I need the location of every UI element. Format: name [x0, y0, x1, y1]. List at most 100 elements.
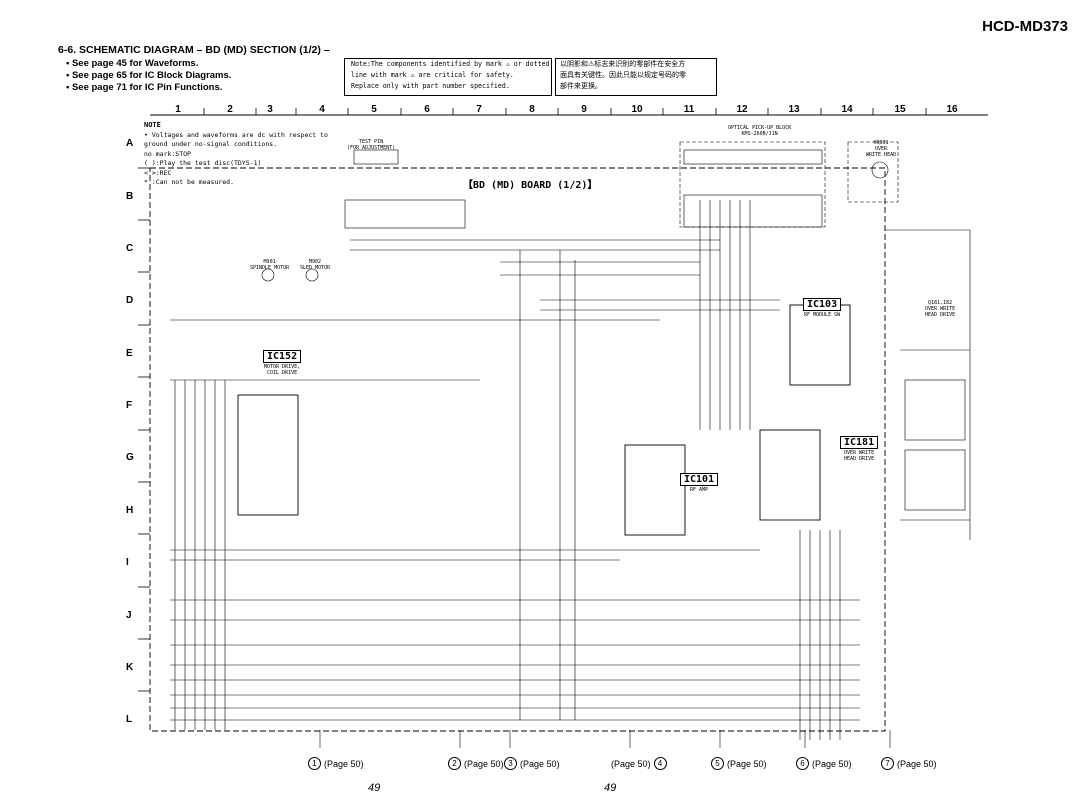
- column-label: 14: [841, 104, 853, 115]
- owh-line: OVER: [875, 146, 888, 152]
- optical-pickup-line: KMS-260B/J1N: [741, 131, 778, 137]
- see-waveforms: • See page 45 for Waveforms.: [66, 58, 199, 69]
- ref-number: 1: [308, 757, 321, 770]
- model-name: HCD-MD373: [982, 18, 1068, 35]
- row-label: A: [126, 138, 134, 149]
- ic181-name: IC181: [840, 436, 879, 449]
- column-label: 1: [175, 104, 181, 115]
- page-ref-6[interactable]: 6 (Page 50): [796, 757, 852, 770]
- column-label: 15: [894, 104, 906, 115]
- row-label: G: [126, 452, 134, 463]
- see-pin-functions: • See page 71 for IC Pin Functions.: [66, 82, 223, 93]
- spindle-line: SPINDLE MOTOR: [250, 265, 290, 271]
- page-ref-7[interactable]: 7 (Page 50): [881, 757, 937, 770]
- ref-number: 4: [653, 757, 667, 770]
- safety-note-cn-line: 面具有关键性。因此只能以规定号码的零: [560, 71, 686, 79]
- safety-note-cn: 以阴影和⚠标志来识别的零部件在安全方 面具有关键性。因此只能以规定号码的零 部件…: [555, 58, 717, 96]
- ic101-block: IC101 RF AMP: [680, 469, 719, 493]
- note-line: * :Can not be measured.: [144, 178, 235, 186]
- row-label: L: [126, 714, 133, 725]
- ic152-name: IC152: [263, 350, 302, 363]
- owh-line: HR901: [873, 140, 889, 146]
- ref-text: (Page 50): [897, 758, 937, 769]
- row-label: D: [126, 295, 134, 306]
- safety-note-line: line with mark ⚠ are critical for safety…: [351, 71, 514, 79]
- column-label: 5: [371, 104, 377, 115]
- ref-number: 2: [448, 757, 461, 770]
- ref-number: 7: [881, 757, 894, 770]
- row-label: J: [126, 610, 132, 621]
- column-label: 8: [529, 104, 535, 115]
- owh-line: WRITE HEAD: [866, 152, 897, 158]
- board-title: 【BD (MD) BOARD (1/2)】: [463, 180, 598, 191]
- ref-text: (Page 50): [520, 758, 560, 769]
- ic103-name: IC103: [803, 298, 842, 311]
- safety-note-line: Note:The components identified by mark ⚠…: [351, 60, 550, 68]
- note-line: • Voltages and waveforms are dc with res…: [144, 130, 328, 139]
- ic103-desc: RF MODULE SW: [803, 312, 841, 318]
- ref-number: 5: [711, 757, 724, 770]
- spindle-line: M901: [263, 259, 276, 265]
- page-ref-1[interactable]: 1 (Page 50): [308, 757, 364, 770]
- test-pin-line: TEST PIN: [359, 139, 384, 145]
- ref-text: (Page 50): [611, 758, 651, 769]
- note-line: < >:REC: [144, 168, 172, 177]
- page-number-right: 49: [604, 782, 617, 794]
- column-label: 13: [788, 104, 800, 115]
- page-ref-5[interactable]: 5 (Page 50): [711, 757, 767, 770]
- safety-note-cn-line: 部件来更换。: [560, 82, 602, 90]
- ic103-block: IC103 RF MODULE SW: [803, 294, 842, 318]
- row-label: H: [126, 505, 134, 516]
- sled-motor-label: M902 SLED MOTOR: [300, 259, 330, 271]
- q181-line: OVER WRITE: [925, 306, 956, 312]
- ic101-name: IC101: [680, 473, 719, 486]
- ic152-desc: MOTOR DRIVE, COIL DRIVE: [263, 364, 301, 376]
- ic181-desc: OVER WRITE HEAD DRIVE: [840, 450, 878, 462]
- safety-note-line: Replace only with part number specified.: [351, 82, 510, 90]
- optical-pickup-label: OPTICAL PICK-UP BLOCK KMS-260B/J1N: [728, 125, 791, 137]
- note-line: ( ):Play the test disc(TDYS-1): [144, 159, 262, 167]
- page-ref-4[interactable]: (Page 50) 4: [611, 757, 667, 770]
- spindle-motor-label: M901 SPINDLE MOTOR: [250, 259, 289, 271]
- ic181-desc-line: OVER WRITE: [844, 450, 875, 456]
- note-line: no mark:STOP: [144, 149, 191, 158]
- ref-text: (Page 50): [464, 758, 504, 769]
- column-label: 7: [476, 104, 482, 115]
- note-heading: NOTE: [144, 121, 161, 129]
- ref-text: (Page 50): [812, 758, 852, 769]
- section-title: 6-6. SCHEMATIC DIAGRAM – BD (MD) SECTION…: [58, 44, 330, 56]
- column-label: 6: [424, 104, 430, 115]
- ref-text: (Page 50): [324, 758, 364, 769]
- row-label: E: [126, 348, 133, 359]
- row-label: I: [126, 557, 129, 568]
- row-label: F: [126, 400, 133, 411]
- voltage-note: NOTE • Voltages and waveforms are dc wit…: [144, 121, 328, 188]
- ref-text: (Page 50): [727, 758, 767, 769]
- row-label: K: [126, 662, 134, 673]
- ic152-desc-line: MOTOR DRIVE,: [263, 364, 301, 370]
- column-label: 2: [227, 104, 233, 115]
- see-block-diagrams: • See page 65 for IC Block Diagrams.: [66, 70, 232, 81]
- column-label: 4: [319, 104, 325, 115]
- over-write-head-label: HR901 OVER WRITE HEAD: [866, 140, 896, 158]
- row-label: C: [126, 243, 134, 254]
- ref-number: 3: [504, 757, 517, 770]
- page-ref-3[interactable]: 3 (Page 50): [504, 757, 560, 770]
- ic101-desc: RF AMP: [690, 487, 709, 493]
- ic181-desc-line: HEAD DRIVE: [844, 456, 875, 462]
- safety-note-en: Note:The components identified by mark ⚠…: [344, 58, 552, 96]
- test-pin-label: TEST PIN (FOR ADJUSTMENT): [347, 139, 395, 151]
- ref-number: 6: [796, 757, 809, 770]
- q181-label: Q181,182 OVER WRITE HEAD DRIVE: [925, 300, 955, 318]
- ic152-block: IC152 MOTOR DRIVE, COIL DRIVE: [263, 346, 302, 376]
- ic181-block: IC181 OVER WRITE HEAD DRIVE: [840, 432, 879, 462]
- note-line: ground under no-signal conditions.: [144, 140, 278, 148]
- q181-line: Q181,182: [928, 300, 953, 306]
- test-pin-line: (FOR ADJUSTMENT): [347, 145, 396, 151]
- page-number-left: 49: [368, 782, 381, 794]
- column-label: 9: [581, 104, 587, 115]
- sled-line: SLED MOTOR: [300, 265, 331, 271]
- sled-line: M902: [309, 259, 322, 265]
- page-ref-2[interactable]: 2 (Page 50): [448, 757, 504, 770]
